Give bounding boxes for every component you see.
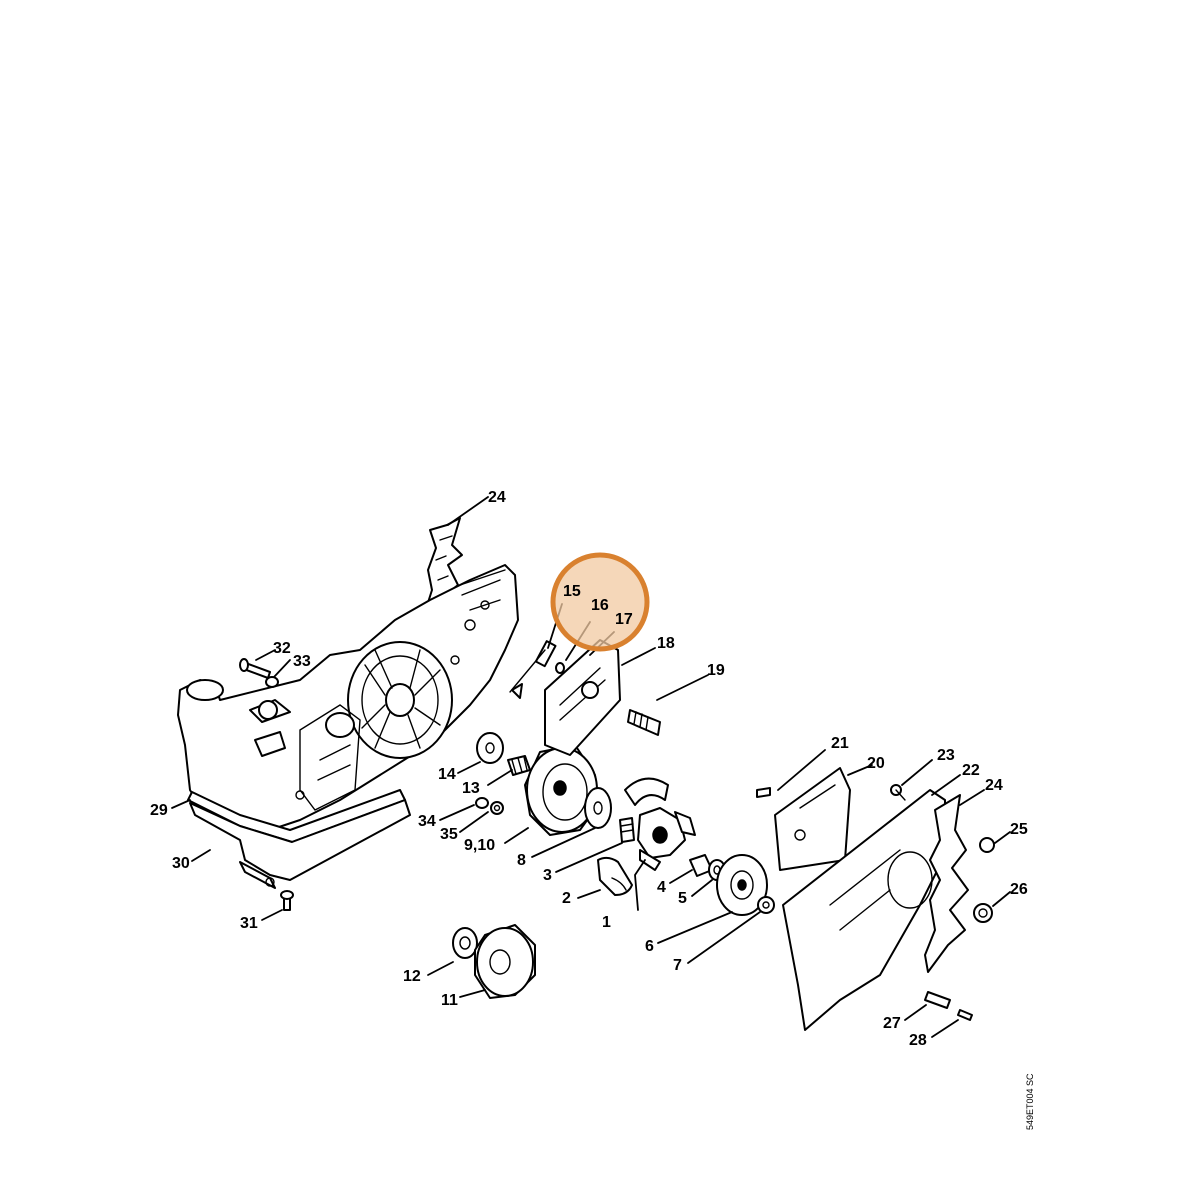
- drawing-code: 549ET004 SC: [1025, 1073, 1035, 1130]
- washer-33-part: [265, 676, 279, 688]
- label-34[interactable]: 34: [418, 813, 436, 830]
- label-16[interactable]: 16: [591, 597, 609, 614]
- highlight-circle: [550, 552, 650, 652]
- clutch-shoe-part: [624, 777, 669, 806]
- nut-25-part: [979, 837, 995, 853]
- carrier-1-part: [637, 807, 696, 871]
- label-22[interactable]: 22: [962, 762, 980, 779]
- label-4[interactable]: 4: [657, 879, 666, 896]
- part-labels: 1 2 3 4 5 6 7 8 9,10 11 12 13 14 15 16 1…: [150, 489, 1028, 1049]
- cover-22-part: [782, 789, 946, 1031]
- pulley-11-part: [474, 924, 536, 999]
- spring-3-part: [619, 817, 635, 843]
- pin-21-part: [756, 787, 771, 798]
- washer-8-part: [584, 787, 612, 829]
- washer-34-part: [475, 797, 489, 809]
- label-3[interactable]: 3: [543, 867, 552, 884]
- nut-26-part: [973, 903, 993, 923]
- stud-19-part: [627, 709, 661, 736]
- label-17[interactable]: 17: [615, 611, 633, 628]
- screw-23-part: [890, 784, 906, 801]
- label-13[interactable]: 13: [462, 780, 480, 797]
- label-35[interactable]: 35: [440, 826, 458, 843]
- crankcase-part: [177, 517, 519, 889]
- ring-12-part: [452, 927, 478, 959]
- pin-27-part: [924, 991, 951, 1009]
- label-21[interactable]: 21: [831, 735, 849, 752]
- shoe-2-part: [597, 856, 633, 896]
- label-24-right[interactable]: 24: [985, 777, 1003, 794]
- label-19[interactable]: 19: [707, 662, 725, 679]
- label-20[interactable]: 20: [867, 755, 885, 772]
- label-12[interactable]: 12: [403, 968, 421, 985]
- label-5[interactable]: 5: [678, 890, 687, 907]
- guard-plate-20-part: [774, 767, 851, 871]
- label-32[interactable]: 32: [273, 640, 291, 657]
- label-30[interactable]: 30: [172, 855, 190, 872]
- needle-cage-13-part: [507, 755, 531, 776]
- pulley-6-part: [716, 854, 768, 916]
- label-9-10[interactable]: 9,10: [464, 837, 495, 854]
- label-26[interactable]: 26: [1010, 881, 1028, 898]
- label-8[interactable]: 8: [517, 852, 526, 869]
- spring-16-part: [555, 662, 565, 674]
- tension-plate-18-part: [544, 639, 621, 756]
- clutch-drum-9-10-part: [524, 744, 599, 836]
- bolt-15-part: [509, 640, 557, 699]
- label-6[interactable]: 6: [645, 938, 654, 955]
- screw-32-part: [239, 658, 271, 679]
- screw-31-part: [280, 890, 294, 911]
- label-7[interactable]: 7: [673, 957, 682, 974]
- label-28[interactable]: 28: [909, 1032, 927, 1049]
- label-31[interactable]: 31: [240, 915, 258, 932]
- label-33[interactable]: 33: [293, 653, 311, 670]
- nut-7-part: [757, 896, 775, 914]
- label-18[interactable]: 18: [657, 635, 675, 652]
- label-15[interactable]: 15: [563, 583, 581, 600]
- label-1[interactable]: 1: [602, 914, 611, 931]
- label-23[interactable]: 23: [937, 747, 955, 764]
- label-11[interactable]: 11: [441, 992, 458, 1009]
- label-24-top[interactable]: 24: [488, 489, 506, 506]
- label-29[interactable]: 29: [150, 802, 168, 819]
- screw-28-part: [957, 1009, 973, 1021]
- gasket-24-part: [924, 794, 969, 973]
- label-27[interactable]: 27: [883, 1015, 901, 1032]
- washer-35-part: [490, 801, 504, 815]
- washer-14-part: [476, 732, 504, 764]
- label-2[interactable]: 2: [562, 890, 571, 907]
- label-14[interactable]: 14: [438, 766, 456, 783]
- label-25[interactable]: 25: [1010, 821, 1028, 838]
